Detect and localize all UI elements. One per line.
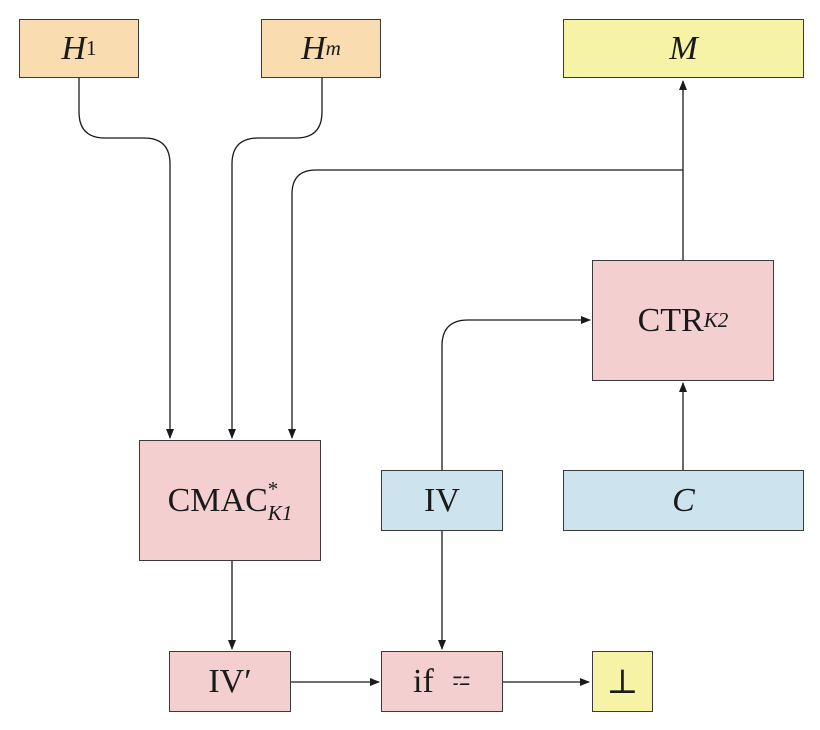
cmac-superscript: * (267, 477, 279, 502)
cmac-box: CMAC * K1 (139, 440, 321, 561)
cmac-subscript: K1 (267, 500, 293, 525)
ctr-subscript: K2 (703, 308, 729, 332)
arrow-hm-to-cmac (228, 78, 323, 439)
m-label: M (669, 29, 698, 67)
cmac-base: CMAC (167, 481, 268, 519)
m-box: M (563, 19, 804, 78)
not-equal-symbol: = (452, 663, 471, 701)
bottom-symbol: ⊥ (606, 663, 639, 701)
bottom-box: ⊥ (592, 651, 653, 712)
arrow-m-to-cmac (288, 169, 683, 439)
iv-prime-label: IV′ (208, 662, 252, 700)
arrow-iv-to-ctr (441, 316, 591, 470)
ctr-base: CTR (637, 301, 704, 339)
h1-base: H (61, 29, 86, 67)
h1-subscript: 1 (86, 36, 97, 60)
arrow-h1-to-cmac (78, 78, 174, 439)
iv-label: IV (424, 481, 460, 519)
hm-subscript: m (325, 36, 341, 60)
compare-box: if = (381, 651, 503, 712)
compare-word: if (413, 662, 434, 700)
c-label: C (672, 481, 695, 519)
c-box: C (563, 470, 804, 531)
compare-symbol: = (451, 662, 471, 700)
iv-box: IV (381, 470, 503, 531)
iv-prime-box: IV′ (169, 651, 291, 712)
hm-base: H (301, 29, 326, 67)
